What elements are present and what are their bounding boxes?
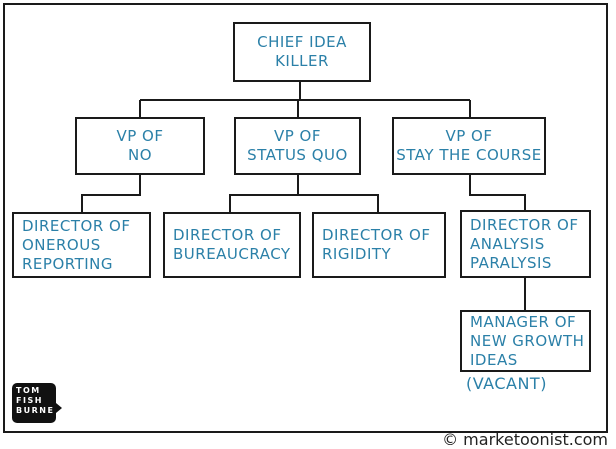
tom-fish-burne-logo: TOM FISH BURNE [12,383,62,423]
box-text: MANAGER OF [470,312,577,331]
box-text: DIRECTOR OF [173,226,282,244]
copyright: © marketoonist.com [442,430,608,449]
box-text: DIRECTOR OF [22,216,131,235]
connector-vp-stay [469,175,526,212]
box-director-rigidity: DIRECTOR OF RIGIDITY [312,212,446,278]
connector-root [139,82,471,117]
box-director-onerous-reporting: DIRECTOR OF ONEROUS REPORTING [12,212,151,278]
vacant-label: (VACANT) [466,374,547,393]
box-text: REPORTING [22,254,114,273]
box-text: CHIEF IDEA [257,33,347,51]
box-text: DIRECTOR OF [322,226,431,244]
box-text: ANALYSIS [470,234,545,253]
box-text: VP OF [445,127,493,145]
logo-text: BURNE [16,406,55,415]
box-text: ONEROUS [22,235,101,254]
box-text: DIRECTOR OF [470,215,579,234]
box-director-bureaucracy: DIRECTOR OF BUREAUCRACY [163,212,301,278]
box-text: NEW GROWTH [470,331,585,350]
box-text: IDEAS [470,350,518,369]
box-vp-of-stay-the-course: VP OF STAY THE COURSE [392,117,546,175]
box-vp-of-status-quo: VP OF STATUS QUO [234,117,361,175]
logo-text: TOM [16,386,41,395]
box-chief-idea-killer: CHIEF IDEA KILLER [233,22,371,82]
box-text: KILLER [275,52,329,70]
cartoon-frame [3,3,608,433]
box-text: BUREAUCRACY [173,245,291,263]
box-text: STATUS QUO [247,146,348,164]
box-text: PARALYSIS [470,253,552,272]
box-text: RIGIDITY [322,245,392,263]
box-vp-of-no: VP OF NO [75,117,205,175]
logo-text: FISH [16,396,43,405]
box-text: VP OF [273,127,321,145]
connector-vp-no [81,175,141,212]
box-director-analysis-paralysis: DIRECTOR OF ANALYSIS PARALYSIS [460,210,591,278]
box-text: VP OF [116,127,164,145]
connector-vp-status-quo [229,175,379,212]
box-text: NO [127,146,153,164]
box-text: STAY THE COURSE [396,146,542,164]
box-manager-new-growth-ideas: MANAGER OF NEW GROWTH IDEAS [460,310,591,372]
